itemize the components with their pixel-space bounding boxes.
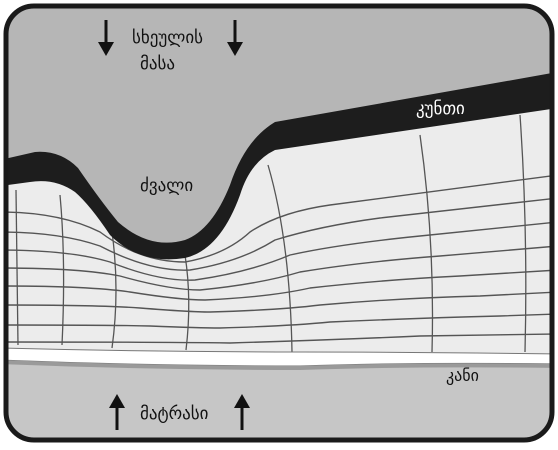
muscle-label: კუნთი xyxy=(416,99,465,119)
body-mass-label-line1: სხეულის xyxy=(132,28,203,48)
skin-label: კანი xyxy=(446,366,479,385)
body-mass-label-line2: მასა xyxy=(140,54,175,74)
mattress-label: მატრასი xyxy=(140,404,208,424)
bone-label: ძვალი xyxy=(140,176,193,196)
